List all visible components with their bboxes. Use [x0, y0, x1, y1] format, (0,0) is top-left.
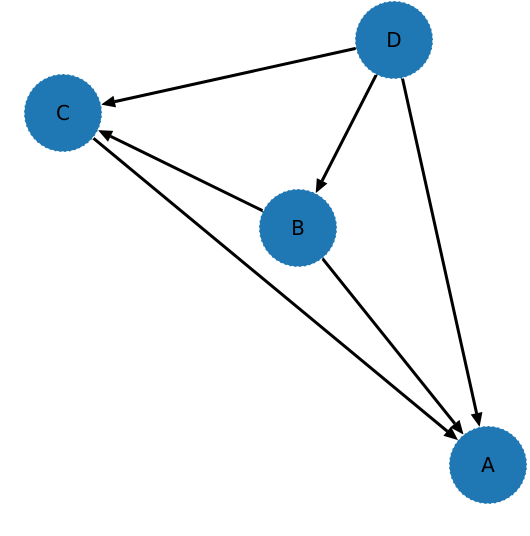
arrowhead-icon [101, 95, 116, 108]
edge-d-to-a [400, 77, 483, 427]
edge-line [109, 134, 264, 213]
node-label: A [481, 453, 495, 477]
node-label: B [291, 216, 305, 240]
arrowhead-icon [315, 178, 328, 194]
edge-line [400, 77, 479, 414]
node-circle [354, 0, 434, 80]
edge-line [320, 74, 378, 182]
edge-b-to-c [98, 130, 264, 213]
node-circle [258, 188, 338, 268]
arrowhead-icon [98, 130, 114, 142]
edges-layer [92, 46, 483, 441]
edge-line [114, 46, 357, 104]
arrowhead-icon [443, 426, 458, 441]
edge-d-to-c [101, 46, 357, 108]
node-label: C [56, 101, 70, 125]
node-label: D [386, 28, 401, 52]
edge-b-to-a [321, 257, 464, 435]
node-circle [448, 425, 528, 505]
nodes-layer: A B C D [23, 0, 528, 505]
node-b: B [258, 188, 338, 268]
node-c: C [23, 73, 103, 153]
edge-c-to-a [92, 136, 458, 441]
edge-line [92, 136, 449, 433]
edge-d-to-b [315, 74, 378, 194]
node-circle [23, 73, 103, 153]
node-d: D [354, 0, 434, 80]
node-a: A [448, 425, 528, 505]
edge-line [321, 257, 456, 425]
arrowhead-icon [470, 412, 483, 427]
arrowhead-icon [450, 419, 464, 435]
